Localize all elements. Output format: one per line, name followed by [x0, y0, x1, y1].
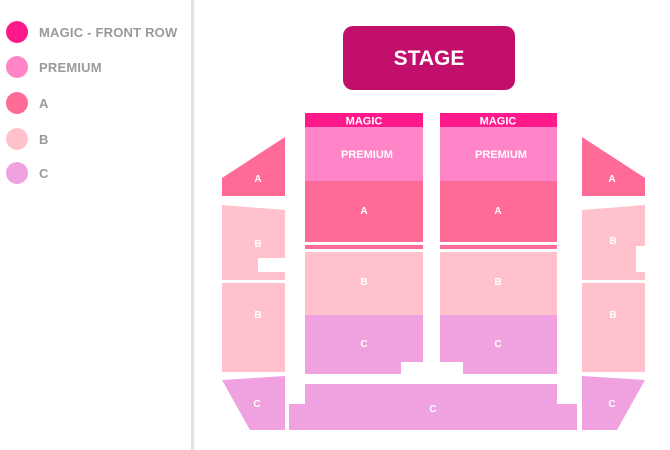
legend-label-a: A [39, 95, 49, 111]
legend-label-c: C [39, 165, 49, 181]
section-premium-left-label: PREMIUM [341, 149, 393, 161]
legend-item-a: A [6, 91, 49, 115]
section-a-right-divider [440, 245, 557, 249]
section-b-left-center-label: B [360, 277, 367, 288]
section-b-right-wing-notch [636, 246, 645, 272]
legend-swatch-b [6, 128, 28, 150]
section-a-right-center[interactable] [440, 181, 557, 242]
section-c-right-center[interactable] [440, 315, 557, 374]
stage-label: STAGE [394, 47, 465, 70]
section-magic-right-label: MAGIC [480, 116, 517, 128]
section-premium-left[interactable] [305, 127, 423, 181]
center-right-block: MAGIC PREMIUM A B C [440, 113, 557, 374]
section-b-right-wing-upper-label: B [609, 236, 616, 247]
section-magic-left-label: MAGIC [346, 116, 383, 128]
section-c-right-center-label: C [494, 339, 501, 350]
section-c-left-wing-label: C [253, 399, 260, 410]
legend-divider [191, 0, 194, 450]
left-wing: A B B C [222, 137, 285, 430]
stage: STAGE [343, 26, 515, 90]
legend-swatch-c [6, 162, 28, 184]
legend-label-magic: MAGIC - FRONT ROW [39, 24, 178, 40]
legend-label-premium: PREMIUM [39, 59, 102, 75]
section-premium-right[interactable] [440, 127, 557, 181]
right-wing: A B B C [582, 137, 645, 430]
section-a-left-divider [305, 245, 423, 249]
section-b-left-wing-lower[interactable] [222, 283, 285, 372]
section-c-rear-label: C [429, 404, 436, 415]
legend-item-premium: PREMIUM [6, 55, 102, 79]
section-b-left-wing-upper-label: B [254, 239, 261, 250]
section-c-left-wing[interactable] [222, 376, 285, 430]
section-a-right-wing-label: A [608, 174, 615, 185]
section-b-left-center[interactable] [305, 252, 423, 315]
section-c-left-center-label: C [360, 339, 367, 350]
legend-item-magic-front-row: MAGIC - FRONT ROW [6, 20, 177, 44]
legend-swatch-magic [6, 21, 28, 43]
section-c-right-wing-label: C [608, 399, 615, 410]
section-b-right-wing-upper[interactable] [582, 205, 645, 280]
legend-item-b: B [6, 127, 49, 151]
section-a-left-center[interactable] [305, 181, 423, 242]
section-a-right-center-label: A [494, 206, 501, 217]
section-b-right-center-label: B [494, 277, 501, 288]
rear-section: C [289, 384, 577, 430]
section-a-left-wing[interactable] [222, 137, 285, 196]
section-b-right-wing-lower-label: B [609, 310, 616, 321]
section-magic-right[interactable] [440, 113, 557, 127]
section-a-left-wing-label: A [254, 174, 261, 185]
section-b-right-center[interactable] [440, 252, 557, 315]
section-magic-left[interactable] [305, 113, 423, 127]
section-a-right-wing[interactable] [582, 137, 645, 196]
stage-block [343, 26, 515, 90]
legend-item-c: C [6, 161, 49, 185]
section-a-left-center-label: A [360, 206, 367, 217]
section-b-right-wing-lower[interactable] [582, 283, 645, 372]
center-left-block: MAGIC PREMIUM A B C [305, 113, 423, 374]
section-b-left-wing-upper[interactable] [222, 205, 285, 280]
legend-swatch-premium [6, 56, 28, 78]
section-c-left-center[interactable] [305, 315, 423, 374]
section-c-rear[interactable] [289, 384, 577, 430]
legend-swatch-a [6, 92, 28, 114]
legend-label-b: B [39, 131, 49, 147]
seating-legend: MAGIC - FRONT ROW PREMIUM A B C [0, 0, 192, 450]
section-premium-right-label: PREMIUM [475, 149, 527, 161]
section-c-right-wing[interactable] [582, 376, 645, 430]
section-b-left-wing-lower-label: B [254, 310, 261, 321]
